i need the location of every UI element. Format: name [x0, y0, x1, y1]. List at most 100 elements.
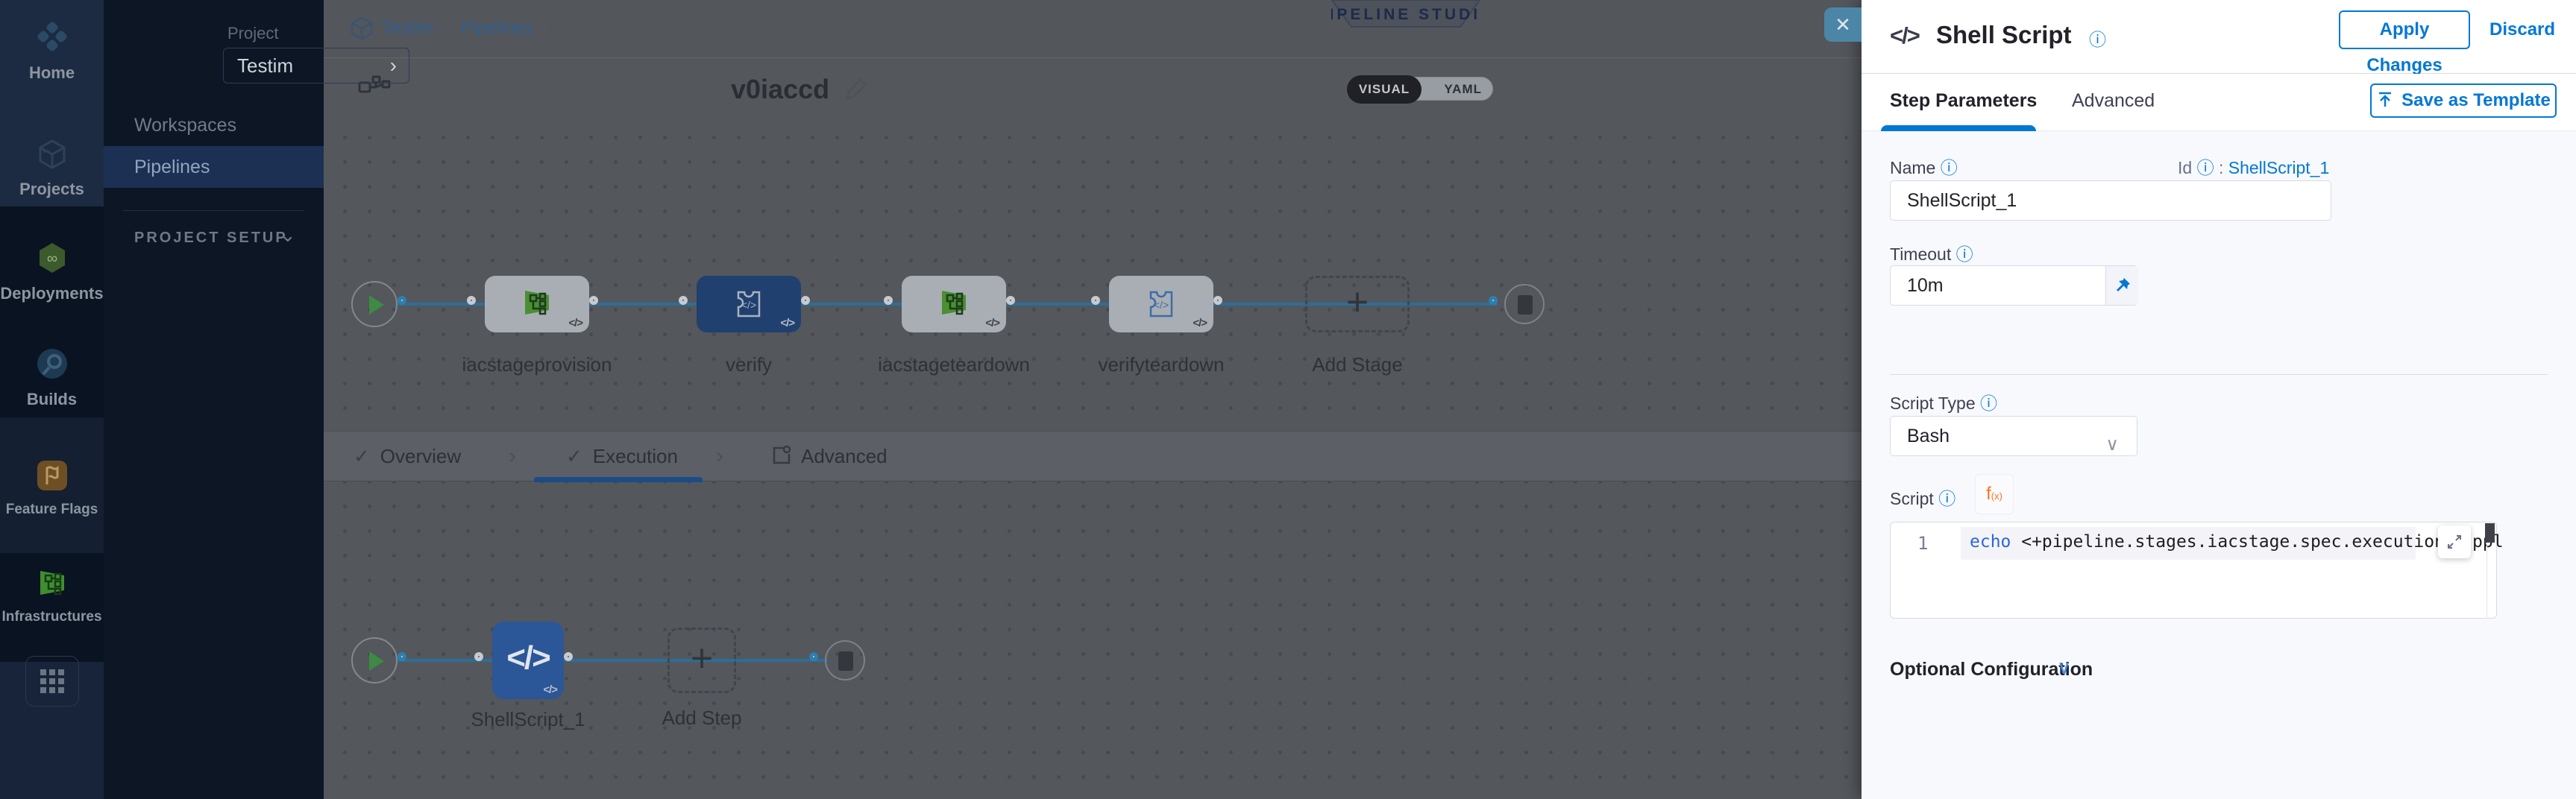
project-cube-icon	[351, 16, 373, 40]
upload-icon	[2379, 92, 2392, 107]
discard-button[interactable]: Discard	[2489, 19, 2556, 40]
stage-node-iacstageprovision[interactable]: </>	[485, 276, 589, 332]
tab-advanced[interactable]: Advanced	[771, 432, 888, 482]
chevron-down-icon: ⌄	[280, 224, 296, 246]
port[interactable]	[1213, 296, 1222, 305]
active-tab-underline	[534, 477, 703, 482]
expand-editor-button[interactable]	[2438, 525, 2471, 558]
add-step-button[interactable]: +	[667, 628, 736, 693]
step-label: ShellScript_1	[471, 708, 585, 730]
sidebar-item-deployments[interactable]: ∞ Deployments	[0, 241, 104, 303]
code-badge: </>	[568, 317, 583, 329]
divider	[1890, 374, 2548, 375]
tab-step-parameters[interactable]: Step Parameters	[1890, 90, 2038, 111]
port[interactable]	[474, 652, 483, 661]
port[interactable]	[679, 296, 688, 305]
stage-label: verifyteardown	[1098, 353, 1225, 376]
port[interactable]	[564, 652, 573, 661]
sidebar-item-label: Projects	[19, 180, 84, 198]
grid-icon	[25, 656, 79, 707]
sidebar-item-builds[interactable]: Builds	[0, 347, 104, 409]
tab-execution[interactable]: ✓Execution	[566, 445, 678, 467]
name-label: Name ⓘ	[1890, 158, 1958, 177]
step-node-shellscript[interactable]: </> </>	[492, 622, 564, 699]
port[interactable]	[398, 296, 406, 305]
add-stage-button[interactable]: +	[1305, 276, 1410, 332]
info-icon[interactable]: ⓘ	[2089, 30, 2106, 49]
project-select[interactable]: Testim ›	[223, 48, 409, 83]
script-code-editor[interactable]: 1 echo <+pipeline.stages.iacstage.spec.e…	[1890, 522, 2504, 619]
step-id-value[interactable]: ShellScript_1	[2228, 158, 2330, 177]
plus-icon: +	[1345, 280, 1369, 324]
name-input[interactable]: ShellScript_1	[1890, 180, 2331, 221]
port[interactable]	[1006, 296, 1015, 305]
stage-label: verify	[725, 353, 773, 376]
script-type-select[interactable]: Bash ∨	[1890, 416, 2137, 456]
infrastructure-stage-icon	[521, 286, 553, 319]
stage-end-node	[1504, 284, 1545, 324]
stage-label: iacstageprovision	[462, 353, 612, 376]
tab-overview[interactable]: ✓Overview	[354, 445, 462, 467]
step-connector-line	[398, 659, 828, 662]
pipeline-studio-badge: PIPELINE STUDIO	[1331, 0, 1480, 28]
breadcrumb-separator: ›	[547, 18, 553, 38]
editor-scrollbar-thumb[interactable]	[2485, 523, 2495, 543]
timeout-label: Timeout ⓘ	[1890, 244, 1973, 264]
info-icon[interactable]: ⓘ	[1940, 158, 1958, 177]
toggle-yaml-button[interactable]: YAML	[1444, 82, 1482, 96]
stage-node-verify[interactable]: </> </>	[697, 276, 801, 332]
tab-advanced[interactable]: Advanced	[2072, 90, 2155, 111]
sidebar-item-label: Infrastructures	[1, 609, 102, 625]
port[interactable]	[467, 296, 476, 305]
infrastructure-stage-icon	[937, 286, 970, 319]
port[interactable]	[801, 296, 810, 305]
expression-fx-button[interactable]: f(x)	[1975, 474, 2014, 514]
project-setup-section[interactable]: PROJECT SETUP	[134, 230, 288, 246]
breadcrumb-project[interactable]: Testim	[382, 18, 434, 38]
apps-grid-button[interactable]	[0, 656, 104, 710]
drawer-header: </> Shell Script ⓘ Apply Changes Discard	[1862, 0, 2576, 75]
port[interactable]	[398, 652, 406, 661]
port[interactable]	[884, 296, 893, 305]
stage-node-verifyteardown[interactable]: </> </>	[1109, 276, 1213, 332]
info-icon[interactable]: ⓘ	[1955, 244, 1973, 264]
port[interactable]	[1091, 296, 1100, 305]
apply-changes-button[interactable]: Apply Changes	[2339, 10, 2470, 75]
sidebar-item-home[interactable]: Home	[0, 19, 104, 83]
info-icon[interactable]: ⓘ	[1938, 489, 1956, 508]
stage-node-iacstageteardown[interactable]: </>	[902, 276, 1006, 332]
sidebar-item-infrastructures[interactable]: Infrastructures	[0, 566, 104, 625]
rail-highlight-top	[0, 0, 104, 206]
sidebar-item-workspaces[interactable]: Workspaces	[134, 115, 237, 136]
sidebar-item-projects[interactable]: Projects	[0, 139, 104, 199]
port[interactable]	[1489, 296, 1498, 305]
add-step-label: Add Step	[662, 707, 742, 729]
info-icon[interactable]: ⓘ	[1980, 394, 1998, 413]
edit-pencil-icon[interactable]	[846, 77, 868, 101]
optional-configuration-toggle[interactable]: Optional Configuration	[1890, 659, 2093, 680]
shell-script-icon: </>	[506, 639, 551, 676]
toggle-visual-button[interactable]: VISUAL	[1347, 75, 1421, 104]
pin-toggle[interactable]	[2105, 266, 2138, 305]
code-badge: </>	[780, 317, 795, 329]
sidebar-item-feature-flags[interactable]: Feature Flags	[0, 459, 104, 518]
save-as-template-button[interactable]: Save as Template	[2370, 83, 2557, 118]
info-icon[interactable]: ⓘ	[2196, 158, 2214, 177]
pipeline-name: v0iaccd	[731, 74, 830, 104]
pipeline-title-bar: v0iaccd	[324, 59, 1862, 118]
port[interactable]	[589, 296, 598, 305]
timeout-input[interactable]: 10m	[1890, 265, 2138, 306]
code-line: echo <+pipeline.stages.iacstage.spec.exe…	[1970, 532, 2438, 552]
script-type-label: Script Type ⓘ	[1890, 394, 1998, 413]
cube-icon	[37, 139, 68, 170]
harness-logo-icon	[35, 19, 69, 54]
step-id: Id ⓘ : ShellScript_1	[2178, 158, 2330, 177]
breadcrumb-pipelines[interactable]: Pipelines	[461, 18, 534, 38]
close-drawer-button[interactable]: ✕	[1824, 7, 1862, 42]
module-rail: Home Projects ∞ Deployments Builds Featu…	[0, 0, 104, 799]
play-icon	[369, 651, 384, 671]
script-label: Script ⓘ	[1890, 489, 1956, 508]
shell-script-icon: </>	[1890, 22, 1920, 48]
port[interactable]	[809, 652, 818, 661]
sidebar-item-pipelines[interactable]: Pipelines	[104, 146, 324, 188]
